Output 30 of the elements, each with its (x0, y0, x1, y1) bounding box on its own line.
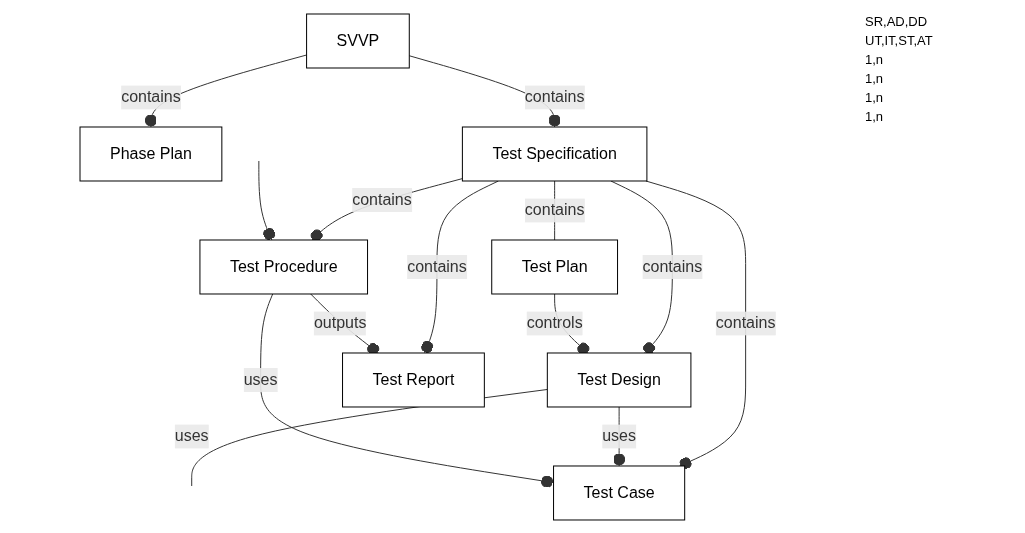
edge-label: uses (243, 370, 278, 388)
node-box: Test Specification (461, 126, 648, 181)
edge-label: contains (406, 257, 467, 275)
node-box: Test Design (546, 352, 692, 407)
cardinality-label: 1,n (865, 52, 885, 67)
edge-label: contains (524, 88, 585, 105)
node-box: Phase Plan (79, 126, 223, 181)
cardinality-label: 1,n (865, 71, 885, 86)
connector (310, 177, 463, 241)
node-box: SVVP (305, 13, 410, 68)
cardinality-label: 1,n (865, 109, 885, 124)
cardinality-label: SR,AD,DD (865, 14, 929, 29)
edge-label: uses (602, 426, 636, 444)
edge-label: contains (642, 257, 702, 275)
cardinality-label: 1,n (865, 90, 885, 105)
node-box: Test Report (341, 352, 485, 407)
node-box: Test Plan (491, 239, 618, 294)
edge-label: contains (715, 313, 776, 331)
connector (258, 160, 275, 240)
node-box: Test Procedure (199, 239, 368, 294)
cardinality-label: UT,IT,ST,AT (865, 33, 934, 48)
connector (645, 180, 746, 469)
connector (259, 293, 554, 488)
edge-label: contains (524, 200, 585, 218)
edge-label: contains (120, 88, 181, 105)
edge-label: outputs (313, 313, 367, 331)
node-box: Test Case (552, 465, 685, 520)
edge-label: controls (526, 313, 583, 331)
edge-label: uses (174, 426, 209, 444)
edge-label: contains (351, 190, 412, 208)
